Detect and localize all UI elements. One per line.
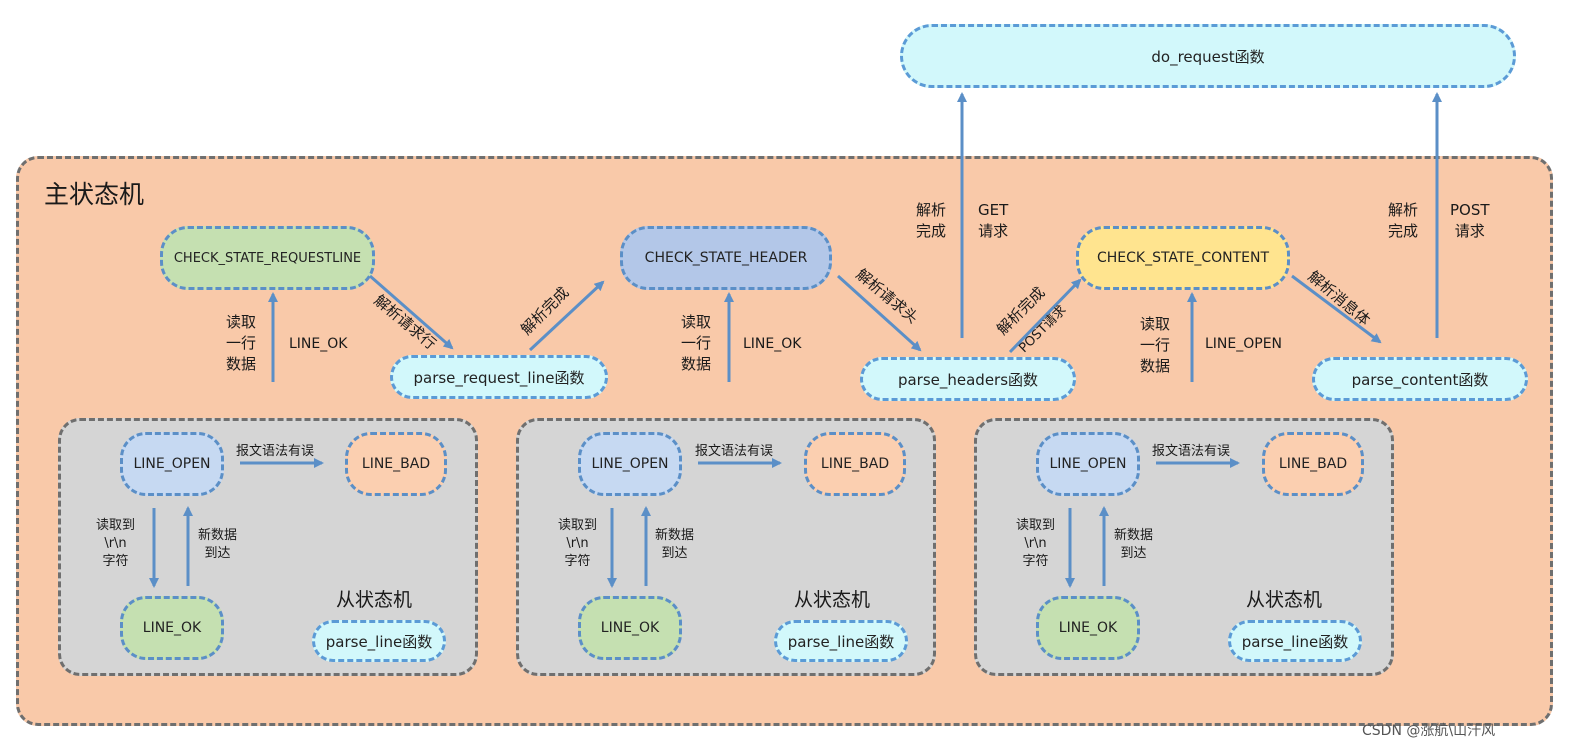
label-read-line-1: 读取一行数据 <box>226 313 257 373</box>
sub2-syntax-error-label: 报文语法有误 <box>695 444 774 459</box>
edge-to-parse-request-line <box>369 274 454 350</box>
label-read-line-2: 读取一行数据 <box>681 313 712 373</box>
label-done-post: 解析完成 <box>1388 201 1419 240</box>
sub3-syntax-error-label: 报文语法有误 <box>1152 444 1231 459</box>
parse-request-line-node: parse_request_line函数 <box>390 355 608 399</box>
label-line-open: LINE_OPEN <box>1205 336 1283 352</box>
main-state-machine-title: 主状态机 <box>44 180 145 209</box>
sub1-parse-line: parse_line函数 <box>312 620 446 662</box>
state-check-requestline: CHECK_STATE_REQUESTLINE <box>160 226 375 290</box>
sub1-new-data-label: 新数据到达 <box>198 528 238 561</box>
sub2-new-data-label: 新数据到达 <box>655 528 695 561</box>
sub3-line-open: LINE_OPEN <box>1036 432 1140 496</box>
sub3-line-ok: LINE_OK <box>1036 596 1140 660</box>
do-request-node: do_request函数 <box>900 24 1516 88</box>
sub3-line-bad: LINE_BAD <box>1262 432 1364 496</box>
sub2-parse-line: parse_line函数 <box>774 620 908 662</box>
label-line-ok-1: LINE_OK <box>289 336 348 352</box>
parse-content-node: parse_content函数 <box>1312 357 1528 401</box>
sub3-new-data-label: 新数据到达 <box>1114 528 1154 561</box>
sub3-parse-line: parse_line函数 <box>1228 620 1362 662</box>
sub1-line-ok: LINE_OK <box>120 596 224 660</box>
sub2-line-open: LINE_OPEN <box>578 432 682 496</box>
edge-to-parse-content <box>1291 274 1382 344</box>
state-check-header: CHECK_STATE_HEADER <box>620 226 832 290</box>
sub1-syntax-error-label: 报文语法有误 <box>236 444 315 459</box>
edge-to-parse-headers <box>836 274 922 352</box>
sub1-line-open: LINE_OPEN <box>120 432 224 496</box>
parse-headers-node: parse_headers函数 <box>860 357 1076 401</box>
edge-to-header <box>528 280 605 352</box>
sub1-line-bad: LINE_BAD <box>345 432 447 496</box>
label-done-get: 解析完成 <box>916 201 947 240</box>
sub3-title: 从状态机 <box>1246 589 1323 611</box>
watermark: CSDN @涨航\山汗风 <box>1362 723 1496 739</box>
sub2-line-bad: LINE_BAD <box>804 432 906 496</box>
sub1-title: 从状态机 <box>336 589 413 611</box>
label-read-line-3: 读取一行数据 <box>1140 315 1171 375</box>
label-line-ok-2: LINE_OK <box>743 336 802 352</box>
edge-to-content <box>1008 278 1082 354</box>
sub2-line-ok: LINE_OK <box>578 596 682 660</box>
state-check-content: CHECK_STATE_CONTENT <box>1076 226 1290 290</box>
sub2-title: 从状态机 <box>794 589 871 611</box>
